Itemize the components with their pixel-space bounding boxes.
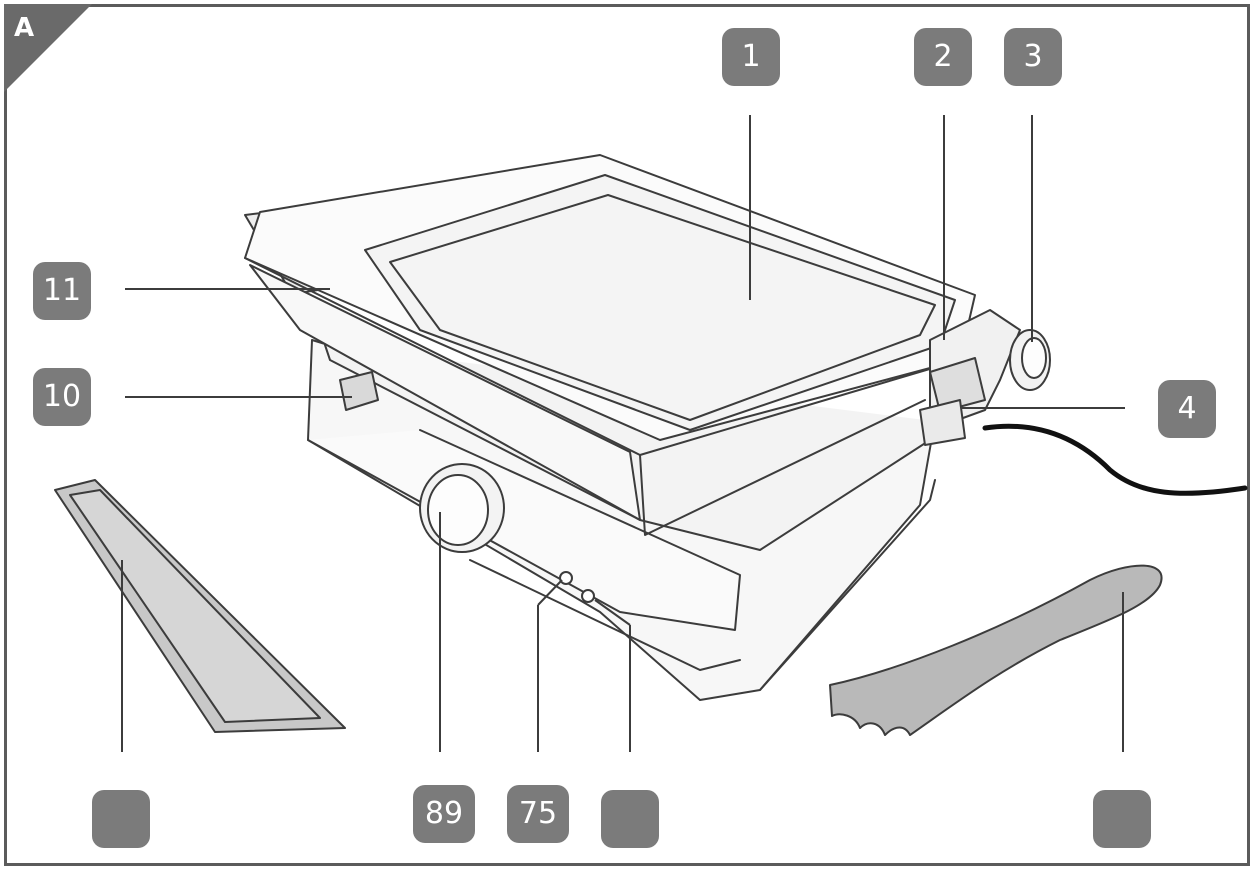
lid-plate-inner xyxy=(389,194,936,421)
lid-rim xyxy=(639,359,961,456)
front-button xyxy=(339,371,379,411)
callout-indicator xyxy=(601,790,659,848)
callout-4: 4 xyxy=(1158,380,1216,438)
lock-clip xyxy=(919,399,966,446)
indicator-light-1 xyxy=(559,571,573,585)
grill-base-front xyxy=(307,429,741,631)
leader-light-1 xyxy=(537,579,563,606)
grill-base-foot xyxy=(759,479,936,691)
callout-89: 89 xyxy=(413,785,475,843)
indicator-light-2 xyxy=(581,589,595,603)
front-knob xyxy=(427,474,489,546)
panel-label: A xyxy=(14,13,35,43)
right-knob-face xyxy=(1021,337,1047,379)
callout-75: 75 xyxy=(507,785,569,843)
callout-10: 10 xyxy=(33,368,91,426)
power-cord xyxy=(982,423,1248,496)
lid-front-edge xyxy=(244,257,926,536)
callout-3: 3 xyxy=(1004,28,1062,86)
spatula xyxy=(829,564,1163,736)
right-clip xyxy=(929,357,986,413)
callout-spatula xyxy=(1093,790,1151,848)
panel-corner-tab xyxy=(4,4,92,92)
lid-front-face xyxy=(249,264,641,521)
callout-1: 1 xyxy=(722,28,780,86)
drip-tray-inner xyxy=(69,489,321,723)
leader-light-2 xyxy=(594,599,631,626)
callout-2: 2 xyxy=(914,28,972,86)
callout-11: 11 xyxy=(33,262,91,320)
callout-drip-tray xyxy=(92,790,150,848)
